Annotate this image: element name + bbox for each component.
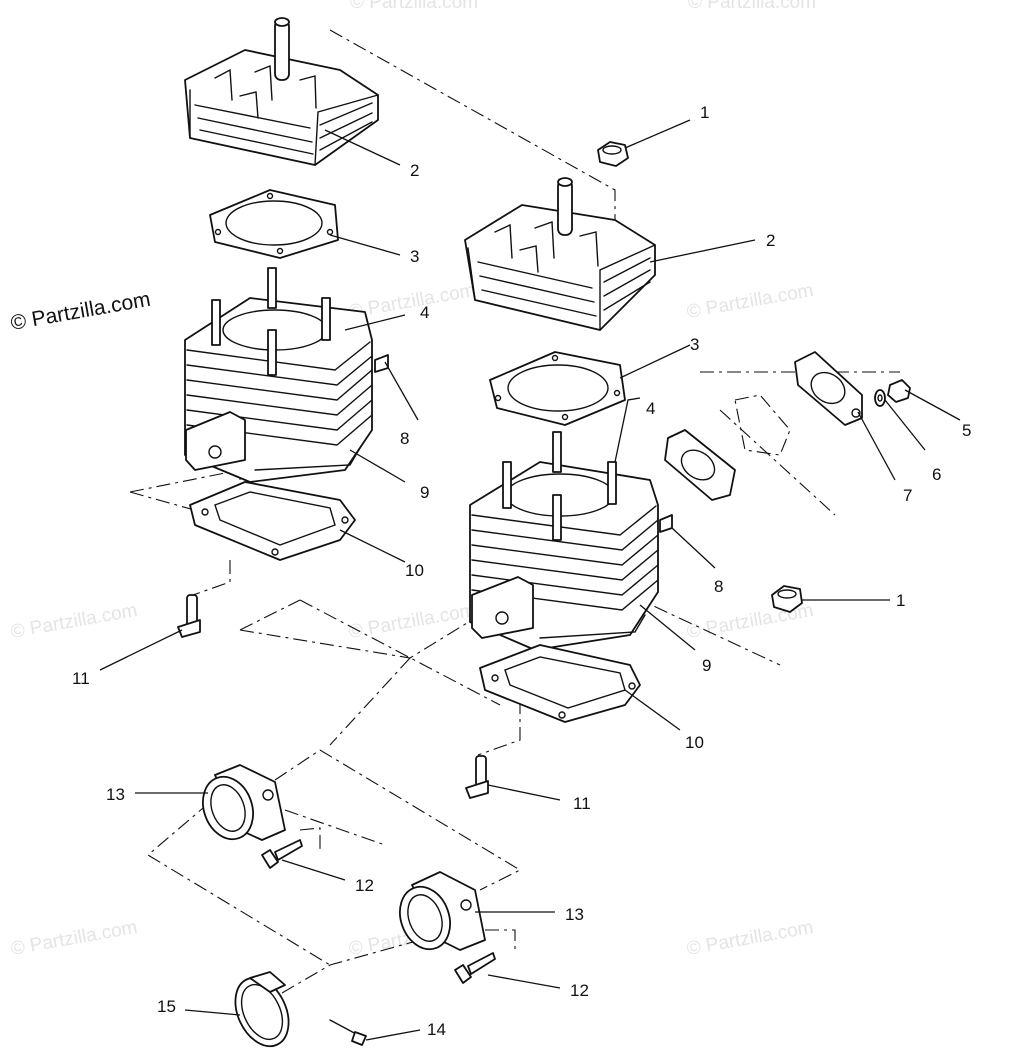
callout-labels: 1 2 2 3 3 4 4 5 6 7 8 8 9 9 10 10 1 11 1… <box>72 103 971 1039</box>
callout-10-left: 10 <box>405 561 424 580</box>
head-gasket-right <box>489 351 626 426</box>
fitting-left <box>177 594 201 638</box>
callout-10-right: 10 <box>685 733 704 752</box>
callout-13-upper: 13 <box>106 785 125 804</box>
intake-adaptor-upper <box>202 764 286 841</box>
bolt-lower <box>454 952 496 984</box>
callout-3-left: 3 <box>410 247 419 266</box>
watermark-top-right: © Partzilla.com <box>688 0 816 13</box>
base-gasket-left <box>189 481 356 561</box>
watermark-bottom-right: © Partzilla.com <box>685 917 815 960</box>
exhaust-gasket-front <box>664 429 736 501</box>
callout-15: 15 <box>157 997 176 1016</box>
head-gasket-left <box>209 189 339 259</box>
watermark-mid-right: © Partzilla.com <box>685 280 815 323</box>
callout-11-right: 11 <box>573 794 591 813</box>
callout-14: 14 <box>427 1020 446 1039</box>
callout-9-right: 9 <box>702 656 711 675</box>
callout-12-upper: 12 <box>355 876 374 895</box>
base-gasket-right <box>479 644 641 723</box>
washer <box>874 389 886 407</box>
fitting-right <box>465 755 489 799</box>
leader-lines <box>99 119 961 1041</box>
intake-adaptor-lower <box>399 871 486 951</box>
cylinder-left <box>184 267 389 483</box>
callout-13-lower: 13 <box>565 905 584 924</box>
nut-bottom <box>771 585 803 613</box>
callout-1-top: 1 <box>700 103 709 122</box>
exhaust-nut <box>887 379 911 403</box>
callout-3-right: 3 <box>690 335 699 354</box>
watermark-top-center: © Partzilla.com <box>350 0 478 13</box>
callout-7: 7 <box>903 486 912 505</box>
watermark-center-low: © Partzilla.com <box>347 600 477 643</box>
callout-11-left: 11 <box>72 669 90 688</box>
clamp-screw <box>329 1019 367 1046</box>
callout-6: 6 <box>932 465 941 484</box>
callout-8-left: 8 <box>400 429 409 448</box>
bolt-upper <box>261 839 303 869</box>
callout-1-bottom: 1 <box>896 591 905 610</box>
callout-4-right: 4 <box>646 399 655 418</box>
cylinder-head-left <box>184 17 379 166</box>
watermark-left-low: © Partzilla.com <box>9 600 139 643</box>
callout-12-lower: 12 <box>570 981 589 1000</box>
watermark-bottom-left: © Partzilla.com <box>9 917 139 960</box>
callout-4-left: 4 <box>420 303 429 322</box>
cylinder-head-right <box>464 177 656 331</box>
callout-8-right: 8 <box>714 577 723 596</box>
cylinder-right <box>469 431 673 651</box>
callout-2-left: 2 <box>410 161 419 180</box>
brand-logo: © Partzilla.com <box>9 288 152 335</box>
callout-9-left: 9 <box>420 483 429 502</box>
exhaust-gasket-rear <box>794 351 863 426</box>
nut-top <box>597 141 629 167</box>
exhaust-gasket-ghost <box>734 394 791 456</box>
callout-2-right: 2 <box>766 231 775 250</box>
callout-5: 5 <box>962 421 971 440</box>
hose-clamp <box>234 971 290 1048</box>
